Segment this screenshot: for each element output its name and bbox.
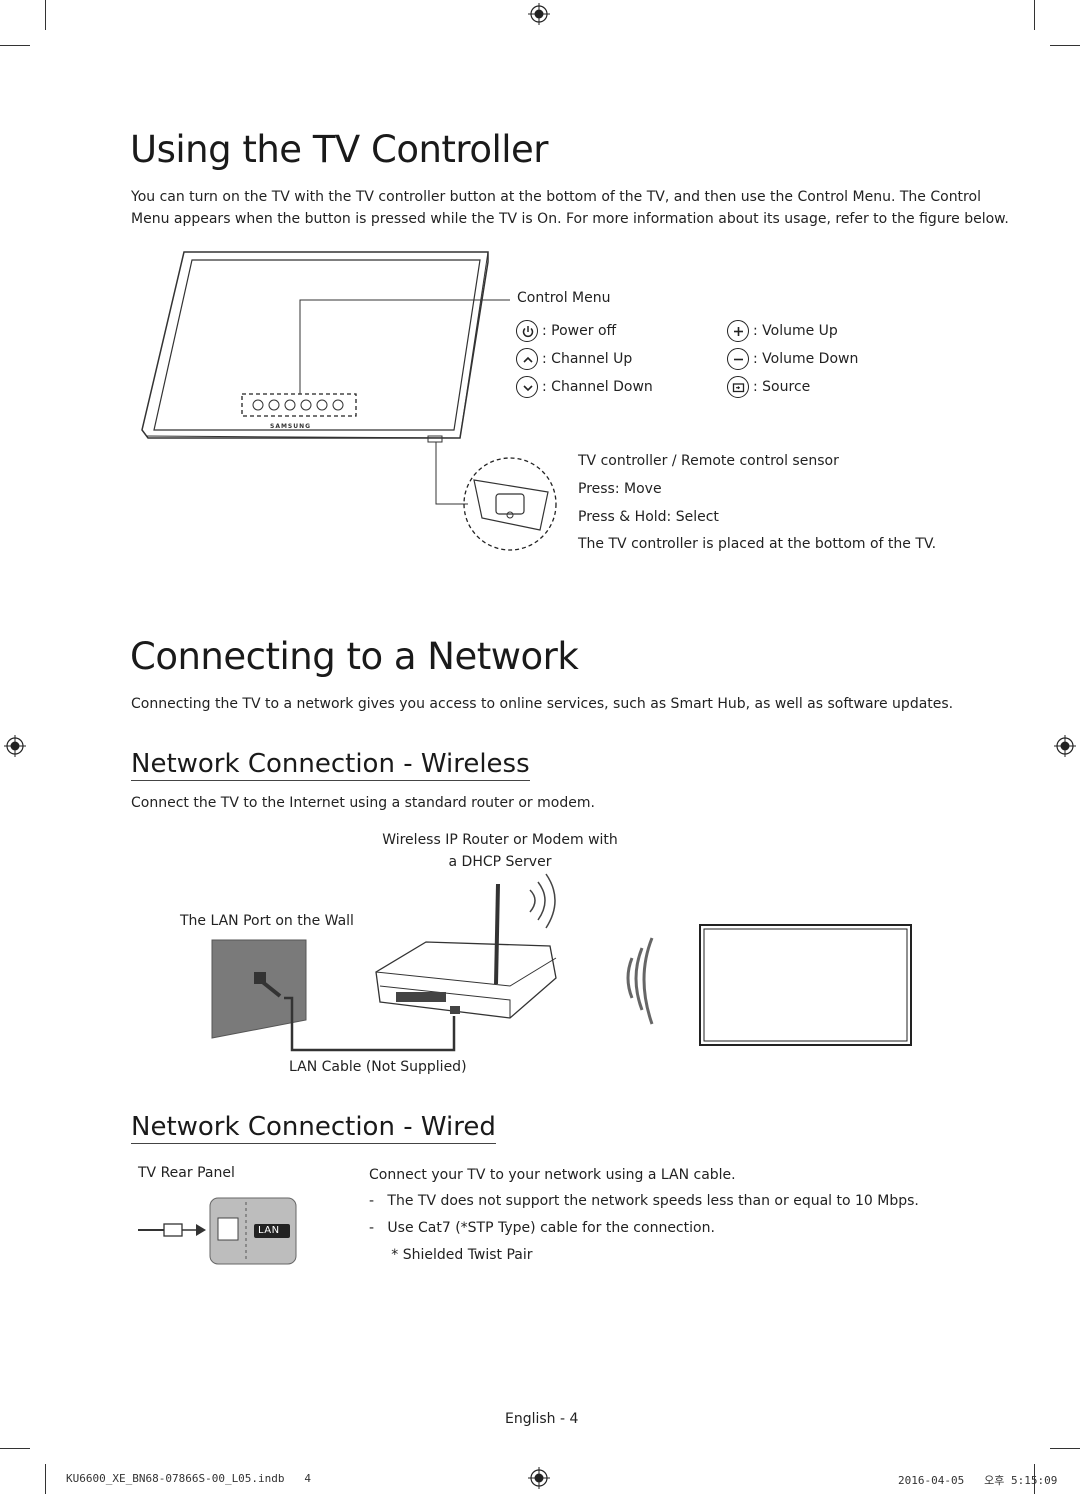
crop-mark [0,45,30,46]
page-title: Using the TV Controller [130,128,549,171]
router-label: Wireless IP Router or Modem with a DHCP … [380,829,620,873]
tv-controller-illustration [141,251,557,551]
menu-item-volume-up: : Volume Up [727,320,838,342]
power-icon [516,320,538,342]
crop-mark [1034,0,1035,30]
list-item: - The TV does not support the network sp… [369,1193,919,1209]
wired-notes: - The TV does not support the network sp… [369,1188,919,1269]
footer-file: KU6600_XE_BN68-07866S-00_L05.indb 4 [66,1472,312,1485]
lan-cable-label: LAN Cable (Not Supplied) [289,1059,467,1075]
router-label-line-1: Wireless IP Router or Modem with [382,832,618,848]
registration-mark-icon [4,735,26,757]
source-icon [727,376,749,398]
menu-item-label: : Channel Down [542,379,653,395]
menu-item-label: : Volume Down [753,351,859,367]
crop-mark [1050,1448,1080,1449]
tv-logo: SAMSUNG [270,423,312,430]
registration-mark-icon [528,1467,550,1489]
menu-item-label: : Source [753,379,811,395]
sensor-label: TV controller / Remote control sensor [578,453,839,469]
crop-mark [1034,1464,1035,1494]
network-intro: Connecting the TV to a network gives you… [131,696,954,712]
placement-note: The TV controller is placed at the botto… [578,536,937,552]
crop-mark [45,1464,46,1494]
crop-mark [1050,45,1080,46]
wireless-diagram [211,873,912,1052]
registration-mark-icon [1054,735,1076,757]
plus-icon [727,320,749,342]
lan-port-illustration [138,1197,297,1265]
crop-mark [45,0,46,30]
menu-item-label: : Power off [542,323,617,339]
wireless-intro: Connect the TV to the Internet using a s… [131,795,595,811]
minus-icon [727,348,749,370]
controller-intro-line-2: Menu appears when the button is pressed … [131,211,1009,227]
press-move-label: Press: Move [578,481,662,497]
wired-intro: Connect your TV to your network using a … [369,1167,736,1183]
menu-item-channel-up: : Channel Up [516,348,632,370]
menu-item-label: : Channel Up [542,351,633,367]
controller-intro: You can turn on the TV with the TV contr… [131,186,1009,230]
chevron-up-icon [516,348,538,370]
menu-item-channel-down: : Channel Down [516,376,653,398]
lan-port-label: LAN [258,1225,280,1236]
page-number: English - 4 [505,1411,579,1427]
menu-item-power: : Power off [516,320,616,342]
chevron-down-icon [516,376,538,398]
wireless-heading: Network Connection - Wireless [131,749,530,781]
controller-intro-line-1: You can turn on the TV with the TV contr… [131,189,981,205]
control-menu-label: Control Menu [517,290,611,306]
list-item: * Shielded Twist Pair [369,1247,533,1263]
network-title: Connecting to a Network [130,635,579,678]
crop-mark [0,1448,30,1449]
wall-port-label: The LAN Port on the Wall [180,913,354,929]
press-hold-label: Press & Hold: Select [578,509,719,525]
menu-item-volume-down: : Volume Down [727,348,858,370]
list-item: - Use Cat7 (*STP Type) cable for the con… [369,1220,715,1236]
footer-date: 2016-04-05 오후 5:15:09 [898,1474,1058,1487]
wired-heading: Network Connection - Wired [131,1112,496,1144]
tv-rear-panel-label: TV Rear Panel [138,1165,235,1181]
menu-item-source: : Source [727,376,810,398]
registration-mark-icon [528,3,550,25]
router-label-line-2: a DHCP Server [448,854,552,870]
menu-item-label: : Volume Up [753,323,838,339]
